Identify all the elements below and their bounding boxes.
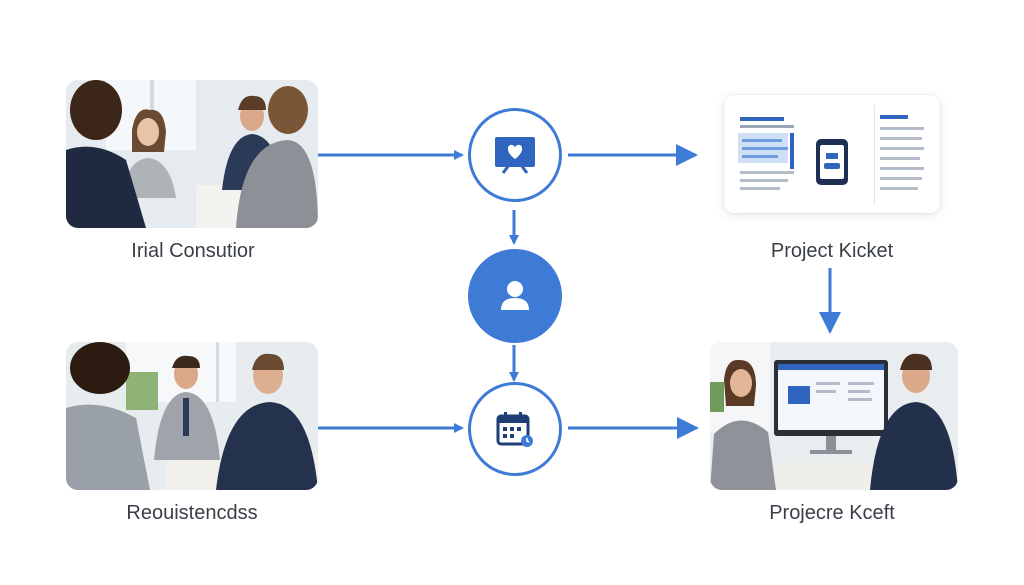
mobile-phone-icon — [816, 139, 848, 185]
photo-requirements — [66, 342, 318, 490]
hub-bottom — [468, 382, 562, 476]
label-requirements: Reouistencdss — [126, 502, 258, 524]
label-project-work: Projecre Kceft — [769, 502, 895, 524]
document-card — [724, 95, 940, 213]
calendar-icon — [496, 412, 533, 447]
label-project-kickoff: Project Kicket — [770, 240, 894, 262]
photo-initial-consultation — [66, 80, 318, 228]
image-heart-icon — [495, 137, 535, 174]
label-initial-consultation: Irial Consutior — [131, 240, 255, 262]
hub-top — [468, 108, 562, 202]
photo-project-work — [710, 342, 958, 490]
user-icon — [501, 281, 529, 310]
hub-middle — [468, 249, 562, 343]
